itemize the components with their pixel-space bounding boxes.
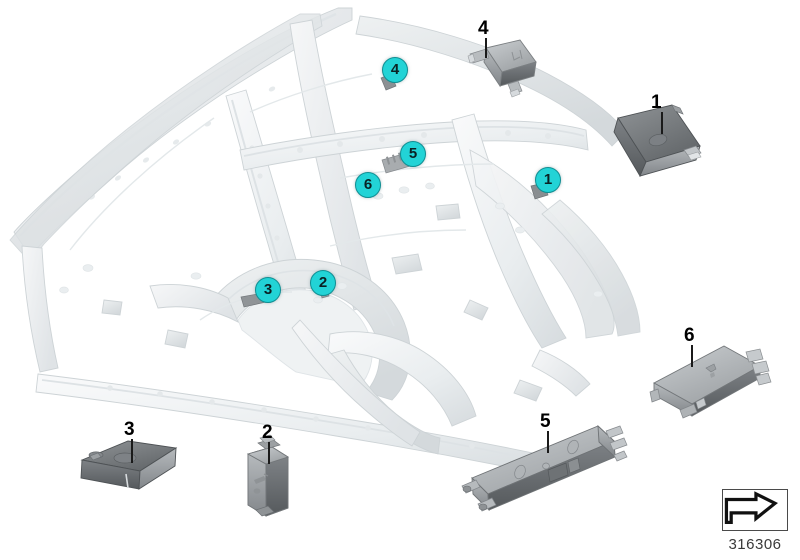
orientation-icon-box	[722, 489, 788, 531]
part-6-illustration	[649, 345, 772, 419]
leader-line-2	[268, 442, 270, 464]
callout-bubble-4[interactable]: 4	[382, 57, 408, 83]
callout-bubble-2[interactable]: 2	[310, 270, 336, 296]
leader-line-3	[131, 439, 133, 463]
callout-bubble-3[interactable]: 3	[255, 277, 281, 303]
leader-line-6	[691, 345, 693, 367]
part-number-label-4: 4	[478, 18, 489, 39]
vehicle-orientation-arrow-icon	[724, 491, 778, 524]
part-1-illustration	[613, 104, 702, 177]
part-3-illustration	[80, 440, 178, 490]
diagram-id-number: 316306	[728, 536, 782, 553]
callout-bubble-6[interactable]: 6	[355, 172, 381, 198]
part-number-label-3: 3	[124, 419, 135, 440]
part-number-label-5: 5	[540, 411, 551, 432]
leader-line-5	[547, 431, 549, 453]
part-number-label-6: 6	[684, 325, 695, 346]
leader-line-4	[485, 38, 487, 58]
part-number-label-2: 2	[262, 422, 273, 443]
callout-bubble-5[interactable]: 5	[400, 141, 426, 167]
part-4-illustration	[467, 39, 537, 98]
part-5-illustration	[461, 424, 628, 512]
callout-bubble-1[interactable]: 1	[535, 167, 561, 193]
leader-line-1	[661, 112, 663, 134]
part-number-label-1: 1	[651, 92, 662, 113]
